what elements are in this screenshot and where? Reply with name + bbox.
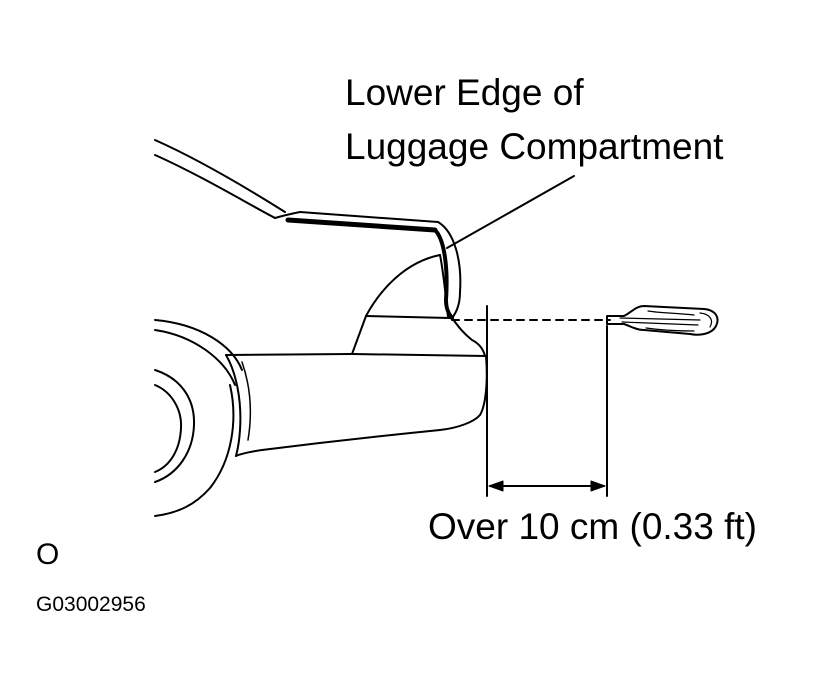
key-fob-icon: [606, 305, 719, 336]
callout-label-line1: Lower Edge of: [345, 72, 584, 113]
rear-bumper: [225, 317, 488, 457]
distance-label: Over 10 cm (0.33 ft): [428, 506, 757, 547]
tail-lamp: [351, 254, 451, 355]
dimension-arrow: [488, 480, 606, 492]
callout-leader-line: [446, 175, 575, 249]
figure-code: G03002956: [36, 593, 146, 616]
ok-mark: O: [36, 538, 60, 571]
rear-window-lines: [154, 139, 301, 219]
wheel-arch: [154, 319, 243, 517]
callout-label-line2: Luggage Compartment: [345, 126, 724, 167]
